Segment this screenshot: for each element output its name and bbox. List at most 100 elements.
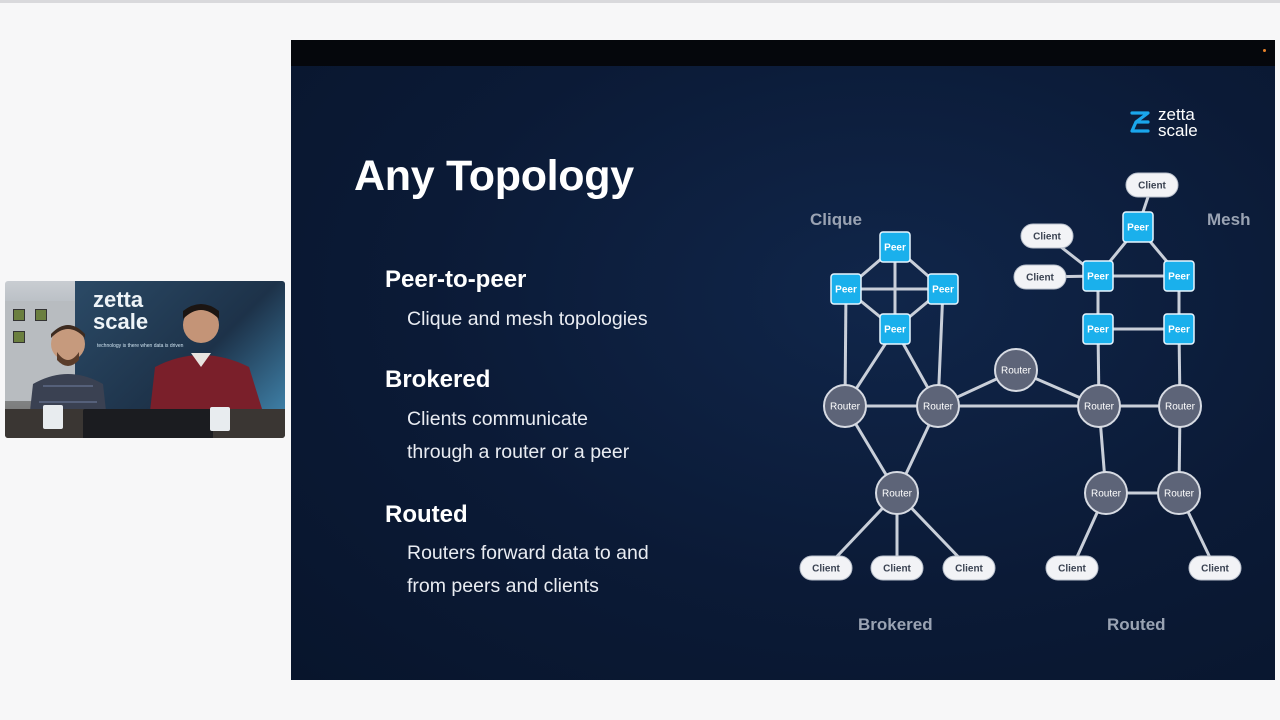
client-node: Client [799,555,853,581]
router-node: Router [823,384,867,428]
client-node: Client [1188,555,1242,581]
router-label: Router [882,489,913,500]
peer-shape [927,273,959,305]
peer-label: Peer [1087,272,1109,283]
slide-top-bar [291,40,1275,66]
section-body-routed: Routers forward data to and from peers a… [407,537,649,603]
router-label: Router [1084,402,1115,413]
client-shape [1045,555,1099,581]
peer-shape [1082,260,1114,292]
section-line: Clients communicate [407,408,588,430]
webcam-video: zetta scale technology is there when dat… [5,281,285,438]
client-label: Client [1026,273,1054,284]
mug [210,407,230,431]
peer-shape [830,273,862,305]
peer-shape [1163,313,1195,345]
backdrop-tagline: technology is there when data is driven [97,343,184,349]
router-shape [823,384,867,428]
peer-label: Peer [884,243,906,254]
section-heading-peer-to-peer: Peer-to-peer [385,266,527,293]
peer-shape [1163,260,1195,292]
client-node: Client [1045,555,1099,581]
group-label-mesh: Mesh [1207,210,1250,229]
group-label-routed: Routed [1107,615,1166,634]
wall-frame [35,309,47,321]
peer-label: Peer [1168,325,1190,336]
section-line: from peers and clients [407,575,599,597]
client-shape [870,555,924,581]
peer-node: Peer [1163,313,1195,345]
client-node: Client [1020,223,1074,249]
peer-shape [879,313,911,345]
brand-logo: zetta scale [1128,105,1218,140]
router-label: Router [1001,366,1032,377]
laptop [83,409,213,438]
router-node: Router [875,471,919,515]
router-label: Router [1164,489,1195,500]
router-label: Router [923,402,954,413]
section-heading-routed: Routed [385,501,468,528]
section-line: Routers forward data to and [407,542,649,564]
router-shape [916,384,960,428]
router-node: Router [994,348,1038,392]
router-label: Router [830,402,861,413]
peer-shape [1122,211,1154,243]
wall-frame [13,309,25,321]
peer-node: Peer [1082,313,1114,345]
client-shape [1013,264,1067,290]
router-node: Router [1077,384,1121,428]
section-body-brokered: Clients communicate through a router or … [407,403,629,469]
browser-top-rule [0,0,1280,3]
router-shape [1157,471,1201,515]
client-node: Client [870,555,924,581]
client-shape [1020,223,1074,249]
router-shape [875,471,919,515]
client-label: Client [812,564,840,575]
peer-node: Peer [830,273,862,305]
section-line: through a router or a peer [407,441,630,463]
peer-node: Peer [879,313,911,345]
router-label: Router [1165,402,1196,413]
peer-shape [879,231,911,263]
client-shape [799,555,853,581]
router-node: Router [1084,471,1128,515]
client-label: Client [1201,564,1229,575]
router-node: Router [916,384,960,428]
client-node: Client [1125,172,1179,198]
router-shape [1084,471,1128,515]
section-heading-brokered: Brokered [385,366,491,393]
backdrop-logo: zetta scale [93,289,148,333]
peer-label: Peer [835,285,857,296]
wall-frame [13,331,25,343]
group-label-brokered: Brokered [858,615,933,634]
peer-node: Peer [927,273,959,305]
client-label: Client [1058,564,1086,575]
section-line: Clique and mesh topologies [407,308,648,330]
peer-node: Peer [1082,260,1114,292]
router-node: Router [1158,384,1202,428]
peer-label: Peer [1127,223,1149,234]
presentation-slide: zetta scale Any Topology Peer-to-peer Cl… [291,40,1275,680]
brand-name-line2: scale [1158,121,1198,140]
backdrop-logo-line2: scale [93,309,149,334]
slide-title: Any Topology [354,152,634,200]
recording-indicator-icon [1263,49,1266,52]
brand-name-line1: zetta [1158,105,1195,124]
router-shape [1158,384,1202,428]
client-label: Client [883,564,911,575]
peer-shape [1082,313,1114,345]
zettascale-logo-icon [1130,111,1150,133]
router-shape [994,348,1038,392]
group-label-clique: Clique [810,210,862,229]
peer-label: Peer [932,285,954,296]
client-label: Client [1138,181,1166,192]
client-shape [1188,555,1242,581]
section-body-peer-to-peer: Clique and mesh topologies [407,303,648,336]
peer-label: Peer [1168,272,1190,283]
client-label: Client [1033,232,1061,243]
client-node: Client [942,555,996,581]
router-node: Router [1157,471,1201,515]
peer-node: Peer [1163,260,1195,292]
